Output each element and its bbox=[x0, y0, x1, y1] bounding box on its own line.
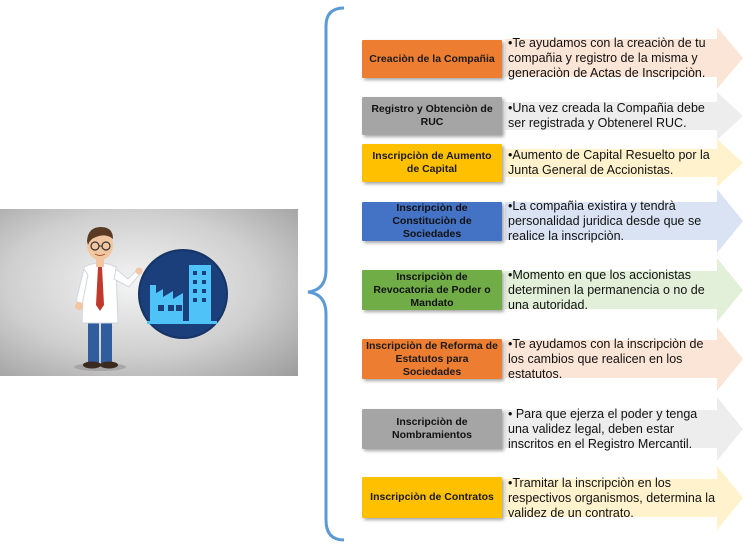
service-description-text: •Aumento de Capital Resuelto por la Junt… bbox=[508, 148, 710, 177]
service-description: • Para que ejerza el poder y tenga una v… bbox=[508, 397, 720, 461]
service-description: •Tramitar la inscripciòn en los respecti… bbox=[508, 466, 720, 530]
row-arrow bbox=[505, 397, 743, 461]
row-arrow bbox=[505, 27, 743, 89]
service-description-text: • Para que ejerza el poder y tenga una v… bbox=[508, 406, 698, 451]
service-label: Inscripciòn de Nombramientos bbox=[362, 409, 502, 449]
row-arrow bbox=[505, 92, 743, 140]
service-description-text: •Momento en que los accionistas determin… bbox=[508, 267, 705, 312]
service-description-text: •Una vez creada la Compañia debe ser reg… bbox=[508, 101, 705, 130]
service-description: •La compañia existira y tendrà personali… bbox=[508, 189, 720, 253]
service-description: •Te ayudamos con la inscripciòn de los c… bbox=[508, 327, 720, 391]
row-arrow bbox=[505, 139, 743, 187]
hero-illustration bbox=[0, 209, 298, 376]
service-description: •Aumento de Capital Resuelto por la Junt… bbox=[508, 139, 720, 187]
businessman-icon bbox=[74, 227, 143, 371]
service-label: Inscripciòn de Revocatoria de Poder o Ma… bbox=[362, 270, 502, 310]
service-label: Inscripciòn de Aumento de Capital bbox=[362, 144, 502, 182]
factory-icon bbox=[138, 249, 228, 339]
service-label: Inscripciòn de Constituciòn de Sociedade… bbox=[362, 202, 502, 241]
row-arrow bbox=[505, 466, 743, 530]
service-label: Inscripciòn de Reforma de Estatutos para… bbox=[362, 339, 502, 379]
businessman-factory-illustration bbox=[74, 227, 228, 371]
service-description-text: •Tramitar la inscripciòn en los respecti… bbox=[508, 475, 716, 520]
row-arrow bbox=[505, 258, 743, 322]
service-label: Registro y Obtenciòn de RUC bbox=[362, 97, 502, 135]
row-arrow bbox=[505, 189, 743, 253]
service-description-text: •La compañia existira y tendrà personali… bbox=[508, 198, 702, 243]
service-label: Creaciòn de la Compañia bbox=[362, 40, 502, 78]
row-arrow bbox=[505, 327, 743, 391]
service-description: •Momento en que los accionistas determin… bbox=[508, 258, 720, 322]
service-label: Inscripciòn de Contratos bbox=[362, 477, 502, 518]
service-description-text: •Te ayudamos con la inscripciòn de los c… bbox=[508, 336, 704, 381]
curly-brace bbox=[307, 6, 345, 542]
service-description: •Una vez creada la Compañia debe ser reg… bbox=[508, 92, 720, 140]
service-description: •Te ayudamos con la creaciòn de tu compa… bbox=[508, 27, 720, 89]
service-description-text: •Te ayudamos con la creaciòn de tu compa… bbox=[508, 35, 706, 80]
